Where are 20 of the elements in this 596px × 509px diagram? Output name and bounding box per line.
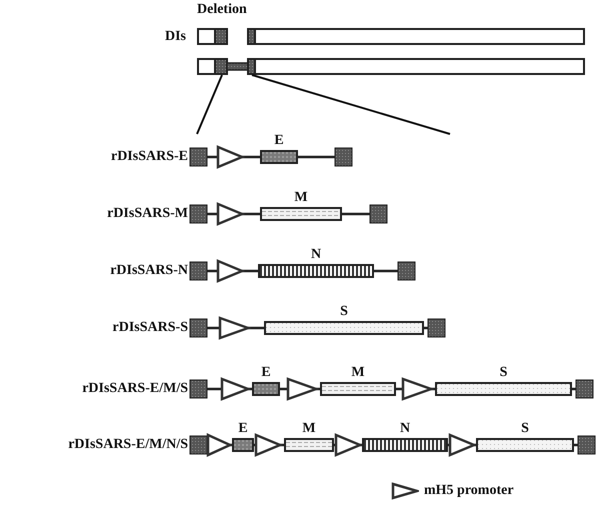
genome-label: DIs [164,29,186,45]
gene-label: M [301,422,317,436]
construct-label: rDIsSARS-M [107,206,188,222]
construct-label: rDIsSARS-N [110,263,188,279]
construct-label: rDIsSARS-E/M/N/S [68,437,188,453]
gene-label: S [520,422,530,436]
gene-label: N [398,422,412,436]
legend-label: mH5 promoter [424,483,514,499]
construct-label: rDIsSARS-E/M/S [82,381,188,397]
gene-label: E [260,366,272,380]
gene-label: E [273,134,285,148]
gene-label: E [237,422,249,436]
gene-label: S [339,305,349,319]
gene-label: S [498,366,508,380]
construct-label: rDIsSARS-S [112,320,188,336]
construct-label: rDIsSARS-E [110,149,188,165]
gene-label: M [293,191,309,205]
gene-label: M [350,366,366,380]
region-label: Deletion [197,2,247,18]
gene-label: N [310,248,322,262]
